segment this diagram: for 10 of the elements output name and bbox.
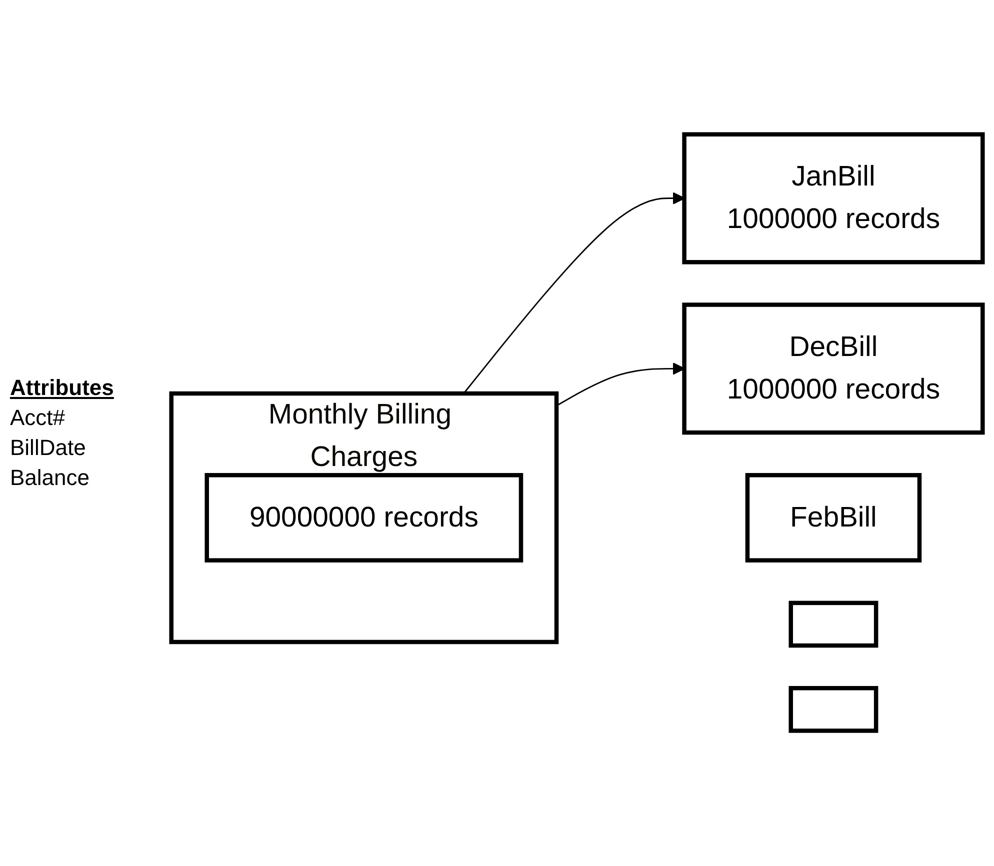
attribute-text: Balance xyxy=(10,464,91,492)
attribute-text: Acct# xyxy=(10,404,66,432)
attribute-text: BillDate xyxy=(10,434,87,462)
heading-text: Attributes xyxy=(10,374,115,402)
node-box: JanBill 1000000 records xyxy=(682,132,985,265)
node-box: 90000000 records xyxy=(204,473,524,563)
node-box: DecBill 1000000 records xyxy=(682,303,985,436)
node-box: FebBill xyxy=(745,473,922,563)
node-box xyxy=(788,686,878,734)
node-box xyxy=(788,601,878,648)
